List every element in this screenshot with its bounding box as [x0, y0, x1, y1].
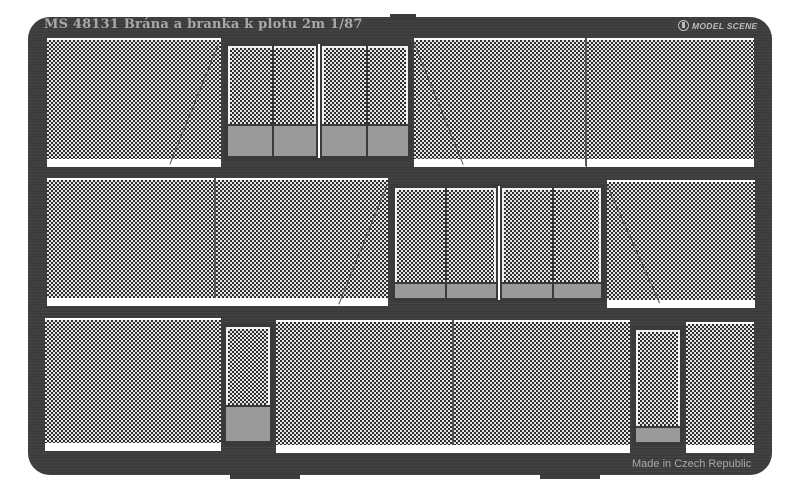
fence-post [585, 38, 587, 166]
bottom-rail [414, 159, 586, 167]
fence-panel [686, 322, 754, 448]
double-gate [224, 42, 412, 160]
bottom-rail [587, 159, 754, 167]
gate-leaf [224, 325, 272, 443]
bottom-rail [607, 300, 755, 308]
bottom-rail [47, 159, 221, 167]
sprue-tab [390, 14, 416, 20]
origin-label: Made in Czech Republic [632, 458, 752, 470]
sheet-title: MS 48131 Brána a branka k plotu 2m 1/87 [44, 17, 363, 32]
fence-panel [587, 38, 754, 162]
bottom-rail [47, 298, 388, 306]
fence-post [214, 178, 216, 306]
single-gate [222, 323, 274, 445]
gate-leaf [226, 44, 318, 158]
fence-panel [454, 320, 630, 448]
bottom-rail [45, 443, 221, 451]
gate-leaf [634, 328, 682, 444]
fence-panel [45, 318, 221, 446]
fence-post [452, 320, 454, 452]
fence-panel [414, 38, 586, 162]
tree-logo-icon [678, 20, 689, 31]
single-gate [632, 326, 684, 446]
fence-panel [47, 178, 215, 300]
fence-panel [216, 178, 388, 300]
sprue-tab [230, 474, 300, 479]
gate-leaf [320, 44, 410, 158]
fence-panel [47, 38, 221, 162]
fence-panel [276, 320, 452, 448]
brand-name: Model Scene [692, 20, 758, 31]
gate-leaf [500, 186, 603, 300]
bottom-rail [276, 445, 630, 453]
bottom-rail [686, 445, 754, 453]
gate-leaf [393, 186, 498, 300]
brand-logo: Model Scene [678, 20, 758, 31]
fence-panel [607, 180, 755, 302]
sprue-tab [540, 474, 600, 479]
double-gate [391, 184, 605, 302]
